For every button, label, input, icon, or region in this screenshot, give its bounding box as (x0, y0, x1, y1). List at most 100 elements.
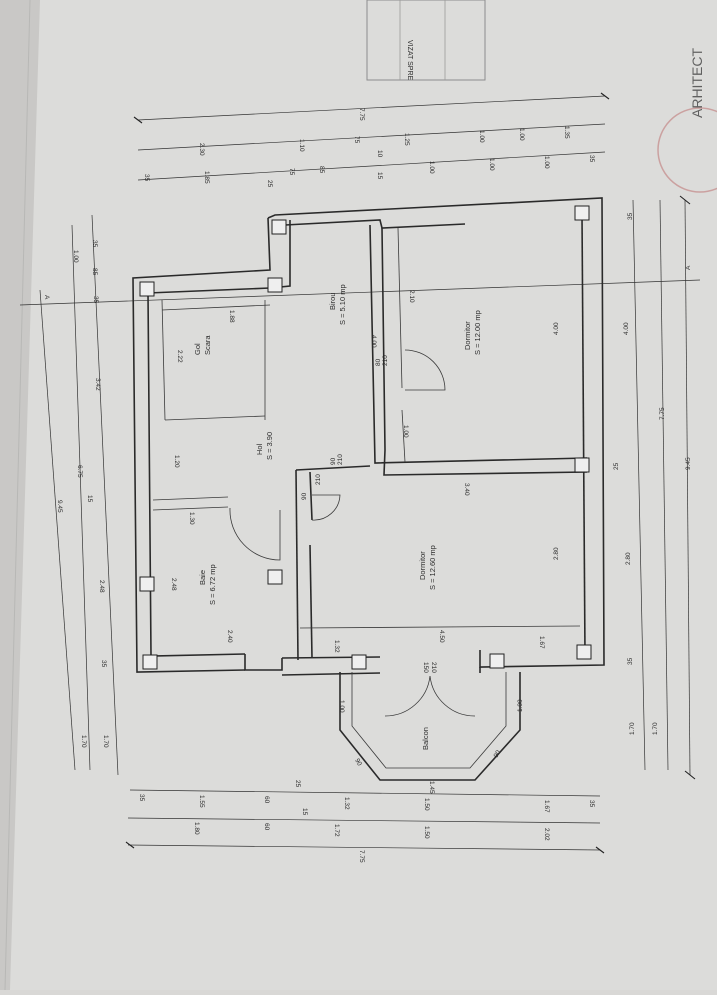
axis-marker-right: A (685, 265, 692, 270)
dim-top3-3: 75 (288, 168, 295, 176)
door-dim-7: 210 (430, 662, 437, 673)
dim-top3-4: 85 (318, 166, 325, 174)
dim-left3-3: 15 (86, 495, 93, 503)
dim-top-total: 7.75 (358, 108, 365, 121)
approval-stamp: VIZAT SPRE (366, 0, 486, 81)
paper-edge-line (4, 0, 31, 991)
architect-seal: ARHITECT (657, 48, 717, 193)
room-dorm2-name: Dormitor (418, 551, 427, 580)
balcony-outline (339, 672, 521, 781)
dim-top3-10: 35 (588, 155, 595, 163)
dim-inner-9: 2.80 (553, 547, 560, 560)
dim-inner-16: 4.00 (370, 335, 377, 348)
door-dim-4: 90 (301, 492, 308, 500)
dim-left3-7: 35 (91, 240, 98, 248)
room-gs-area: Scara (203, 335, 212, 355)
dim-top2-1: 1.10 (298, 139, 305, 152)
dim-right3-5: 35 (627, 212, 634, 220)
dim-right3-3: 25 (613, 462, 620, 470)
dim-right3-4: 4.00 (623, 322, 630, 335)
dim-right2-1: 7.75 (659, 407, 666, 420)
dimension-ticks (125, 92, 696, 854)
dim-inner-6: 1.32 (333, 640, 340, 653)
dim-bottom3-4: 1.32 (343, 797, 350, 810)
dim-top3-8: 1.00 (488, 158, 495, 171)
dim-inner-4: 2.48 (170, 578, 177, 591)
room-birou-name: Birou (328, 292, 337, 310)
dim-inner-1: 1.88 (228, 310, 235, 323)
door-dim-8: 90 (353, 758, 363, 768)
dim-right3-2: 2.80 (625, 552, 632, 565)
room-baie-name: Baie (198, 570, 207, 585)
dim-bottom3-7: 25 (294, 780, 301, 788)
dim-inner-0: 2.22 (176, 350, 183, 363)
dim-bottom2-3: 60 (263, 823, 270, 831)
room-dorm2-area: S = 12.60 mp (428, 545, 437, 590)
room-gs-name: Gol (193, 343, 202, 355)
room-labels: Gol Scara Hol S = 3.90 Baie S = 6.72 mp … (193, 284, 482, 750)
dim-left3-0: 1.70 (102, 735, 109, 748)
dim-left3-5: 35 (92, 296, 99, 304)
door-dim-1: 210 (382, 355, 389, 366)
dim-top3-2: 25 (266, 180, 273, 188)
room-balcon-name: Balcon (421, 727, 430, 750)
dim-inner-7: 4.50 (438, 630, 445, 643)
dim-top3-7: 1.00 (428, 161, 435, 174)
paper-edge-shadow (0, 0, 40, 990)
interior-walls (152, 224, 588, 661)
room-dorm1-area: S = 12.00 mp (473, 310, 482, 355)
dim-right-total: 9.45 (685, 457, 692, 470)
stamp-text: VIZAT SPRE (406, 40, 413, 81)
dim-top3-9: 1.00 (543, 156, 550, 169)
dim-top2-4: 1.00 (478, 130, 485, 143)
dim-inner-10: 3.40 (463, 483, 470, 496)
dim-left-total: 9.45 (56, 500, 63, 513)
seal-text: ARHITECT (689, 48, 705, 118)
dim-bottom3-6: 60 (263, 796, 270, 804)
dim-inner-8: 1.67 (538, 636, 545, 649)
dim-bottom3-0: 35 (588, 800, 595, 808)
dim-right3-0: 1.70 (629, 722, 636, 735)
dim-left2-1: 6.75 (76, 465, 83, 478)
doors (229, 349, 476, 717)
dim-bottom2-0: 2.02 (543, 828, 550, 841)
dim-inner-15: 1.00 (517, 699, 524, 712)
dim-left3-1: 35 (100, 660, 107, 668)
dim-top3-5: 10 (376, 150, 383, 158)
room-birou-area: S = 5.10 mp (338, 284, 347, 325)
dim-top3-0: 35 (143, 174, 150, 182)
dim-top3-6: 15 (376, 172, 383, 180)
door-dim-2: 90 (330, 457, 337, 465)
dim-top2-2: 75 (353, 136, 360, 144)
dim-top2-3: 1.25 (403, 133, 410, 146)
door-dim-3: 210 (337, 454, 344, 465)
dim-bottom2-4: 1.80 (193, 822, 200, 835)
door-dim-0: 80 (375, 358, 382, 366)
dim-bottom3-8: 1.55 (198, 795, 205, 808)
axis-marker-left: A (43, 295, 50, 300)
dim-left2-2: 1.00 (72, 250, 79, 263)
door-dim-9: 90 (493, 749, 503, 759)
dim-bottom2-2: 1.72 (333, 824, 340, 837)
dim-bottom3-2: 1.50 (423, 798, 430, 811)
dim-top3-1: 1.85 (203, 171, 210, 184)
dimension-labels: 7.75 2.30 1.10 75 1.25 1.00 1.00 1.35 35… (43, 108, 692, 863)
dim-bottom3-5: 15 (301, 808, 308, 816)
dim-inner-12: 2.10 (408, 290, 415, 303)
door-dim-5: 210 (315, 474, 322, 485)
dim-inner-2: 1.20 (173, 455, 180, 468)
dim-top2-5: 1.00 (518, 128, 525, 141)
door-dim-6: 150 (422, 662, 429, 673)
dim-top2-6: 1.35 (563, 126, 570, 139)
dim-left3-6: 85 (91, 268, 98, 276)
dim-right2-0: 1.70 (652, 722, 659, 735)
dim-left3-2: 2.48 (98, 580, 105, 593)
room-dorm1-name: Dormitor (463, 321, 472, 350)
dim-bottom-total: 7.75 (358, 850, 365, 863)
dim-bottom2-1: 1.50 (423, 826, 430, 839)
dimension-lines (19, 95, 701, 851)
room-baie-area: S = 6.72 mp (208, 564, 217, 605)
